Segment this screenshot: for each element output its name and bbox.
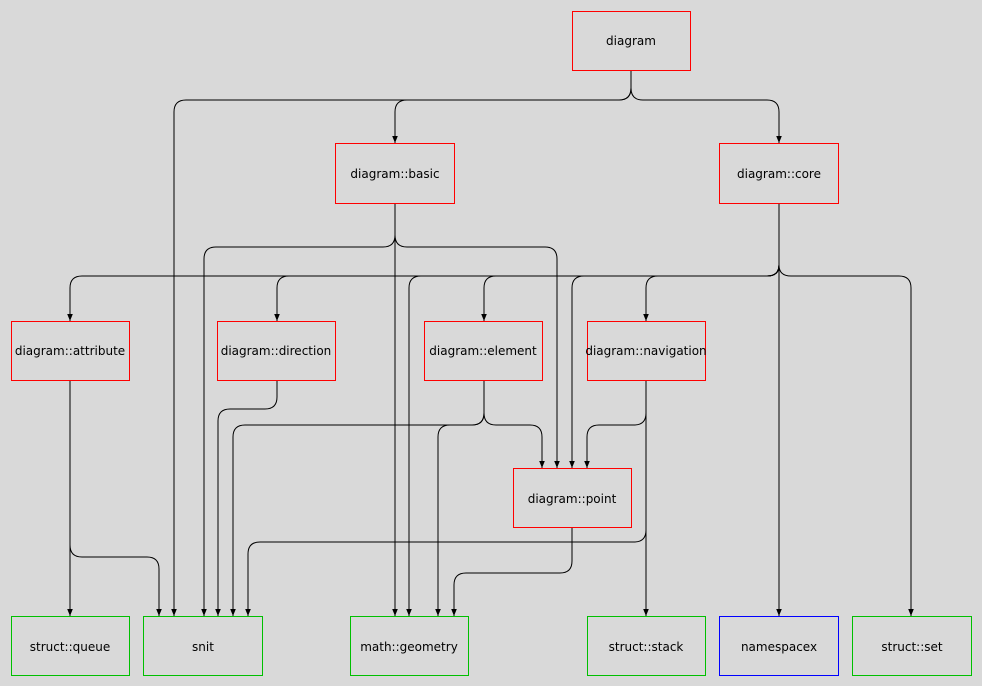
edge-core-attribute bbox=[67, 203, 780, 321]
node-snit-label: snit bbox=[192, 640, 214, 654]
node-diagram-label: diagram bbox=[606, 34, 656, 48]
node-math-geometry[interactable]: math::geometry bbox=[350, 616, 469, 676]
node-diagram-core[interactable]: diagram::core bbox=[719, 143, 839, 204]
edge-basic-snit bbox=[201, 203, 396, 616]
node-diagram-direction[interactable]: diagram::direction bbox=[217, 321, 336, 381]
node-diagram-element[interactable]: diagram::element bbox=[424, 321, 543, 381]
node-diagram[interactable]: diagram bbox=[572, 11, 691, 71]
node-diagram-basic[interactable]: diagram::basic bbox=[335, 143, 455, 204]
node-diagram-core-label: diagram::core bbox=[737, 167, 821, 181]
edge-navigation-snit bbox=[245, 529, 647, 616]
edge-element-snit bbox=[230, 380, 485, 616]
node-struct-stack-label: struct::stack bbox=[609, 640, 684, 654]
node-diagram-navigation-label: diagram::navigation bbox=[585, 344, 706, 358]
node-snit[interactable]: snit bbox=[143, 616, 263, 676]
node-namespacex-label: namespacex bbox=[741, 640, 817, 654]
edge-point-geometry bbox=[451, 527, 573, 616]
edge-core-navigation bbox=[643, 264, 780, 321]
node-diagram-basic-label: diagram::basic bbox=[350, 167, 439, 181]
node-diagram-attribute[interactable]: diagram::attribute bbox=[11, 321, 130, 381]
node-diagram-point[interactable]: diagram::point bbox=[513, 468, 632, 528]
edge-navigation-point bbox=[584, 380, 647, 468]
node-layer: diagram diagram::basic diagram::core dia… bbox=[11, 11, 972, 676]
edge-basic-point bbox=[394, 234, 560, 468]
edge-layer bbox=[67, 70, 914, 616]
edge-core-geometry bbox=[406, 264, 780, 616]
node-diagram-attribute-label: diagram::attribute bbox=[15, 344, 125, 358]
node-diagram-navigation[interactable]: diagram::navigation bbox=[585, 321, 707, 381]
node-namespacex[interactable]: namespacex bbox=[719, 616, 839, 676]
edge-diagram-basic bbox=[392, 87, 632, 143]
edge-element-point bbox=[483, 412, 545, 468]
edge-core-element bbox=[481, 264, 780, 321]
node-diagram-direction-label: diagram::direction bbox=[221, 344, 332, 358]
edge-core-set bbox=[778, 264, 914, 616]
edge-attribute-snit bbox=[69, 544, 162, 616]
node-struct-set-label: struct::set bbox=[881, 640, 943, 654]
edge-element-geometry bbox=[435, 412, 485, 616]
edge-direction-snit bbox=[215, 380, 278, 616]
node-diagram-point-label: diagram::point bbox=[528, 492, 617, 506]
edge-core-direction bbox=[274, 264, 780, 321]
node-struct-stack[interactable]: struct::stack bbox=[587, 616, 706, 676]
node-struct-set[interactable]: struct::set bbox=[852, 616, 972, 676]
node-struct-queue[interactable]: struct::queue bbox=[11, 616, 130, 676]
node-math-geometry-label: math::geometry bbox=[360, 640, 458, 654]
node-struct-queue-label: struct::queue bbox=[30, 640, 110, 654]
node-diagram-element-label: diagram::element bbox=[429, 344, 537, 358]
edge-diagram-core bbox=[630, 87, 782, 143]
